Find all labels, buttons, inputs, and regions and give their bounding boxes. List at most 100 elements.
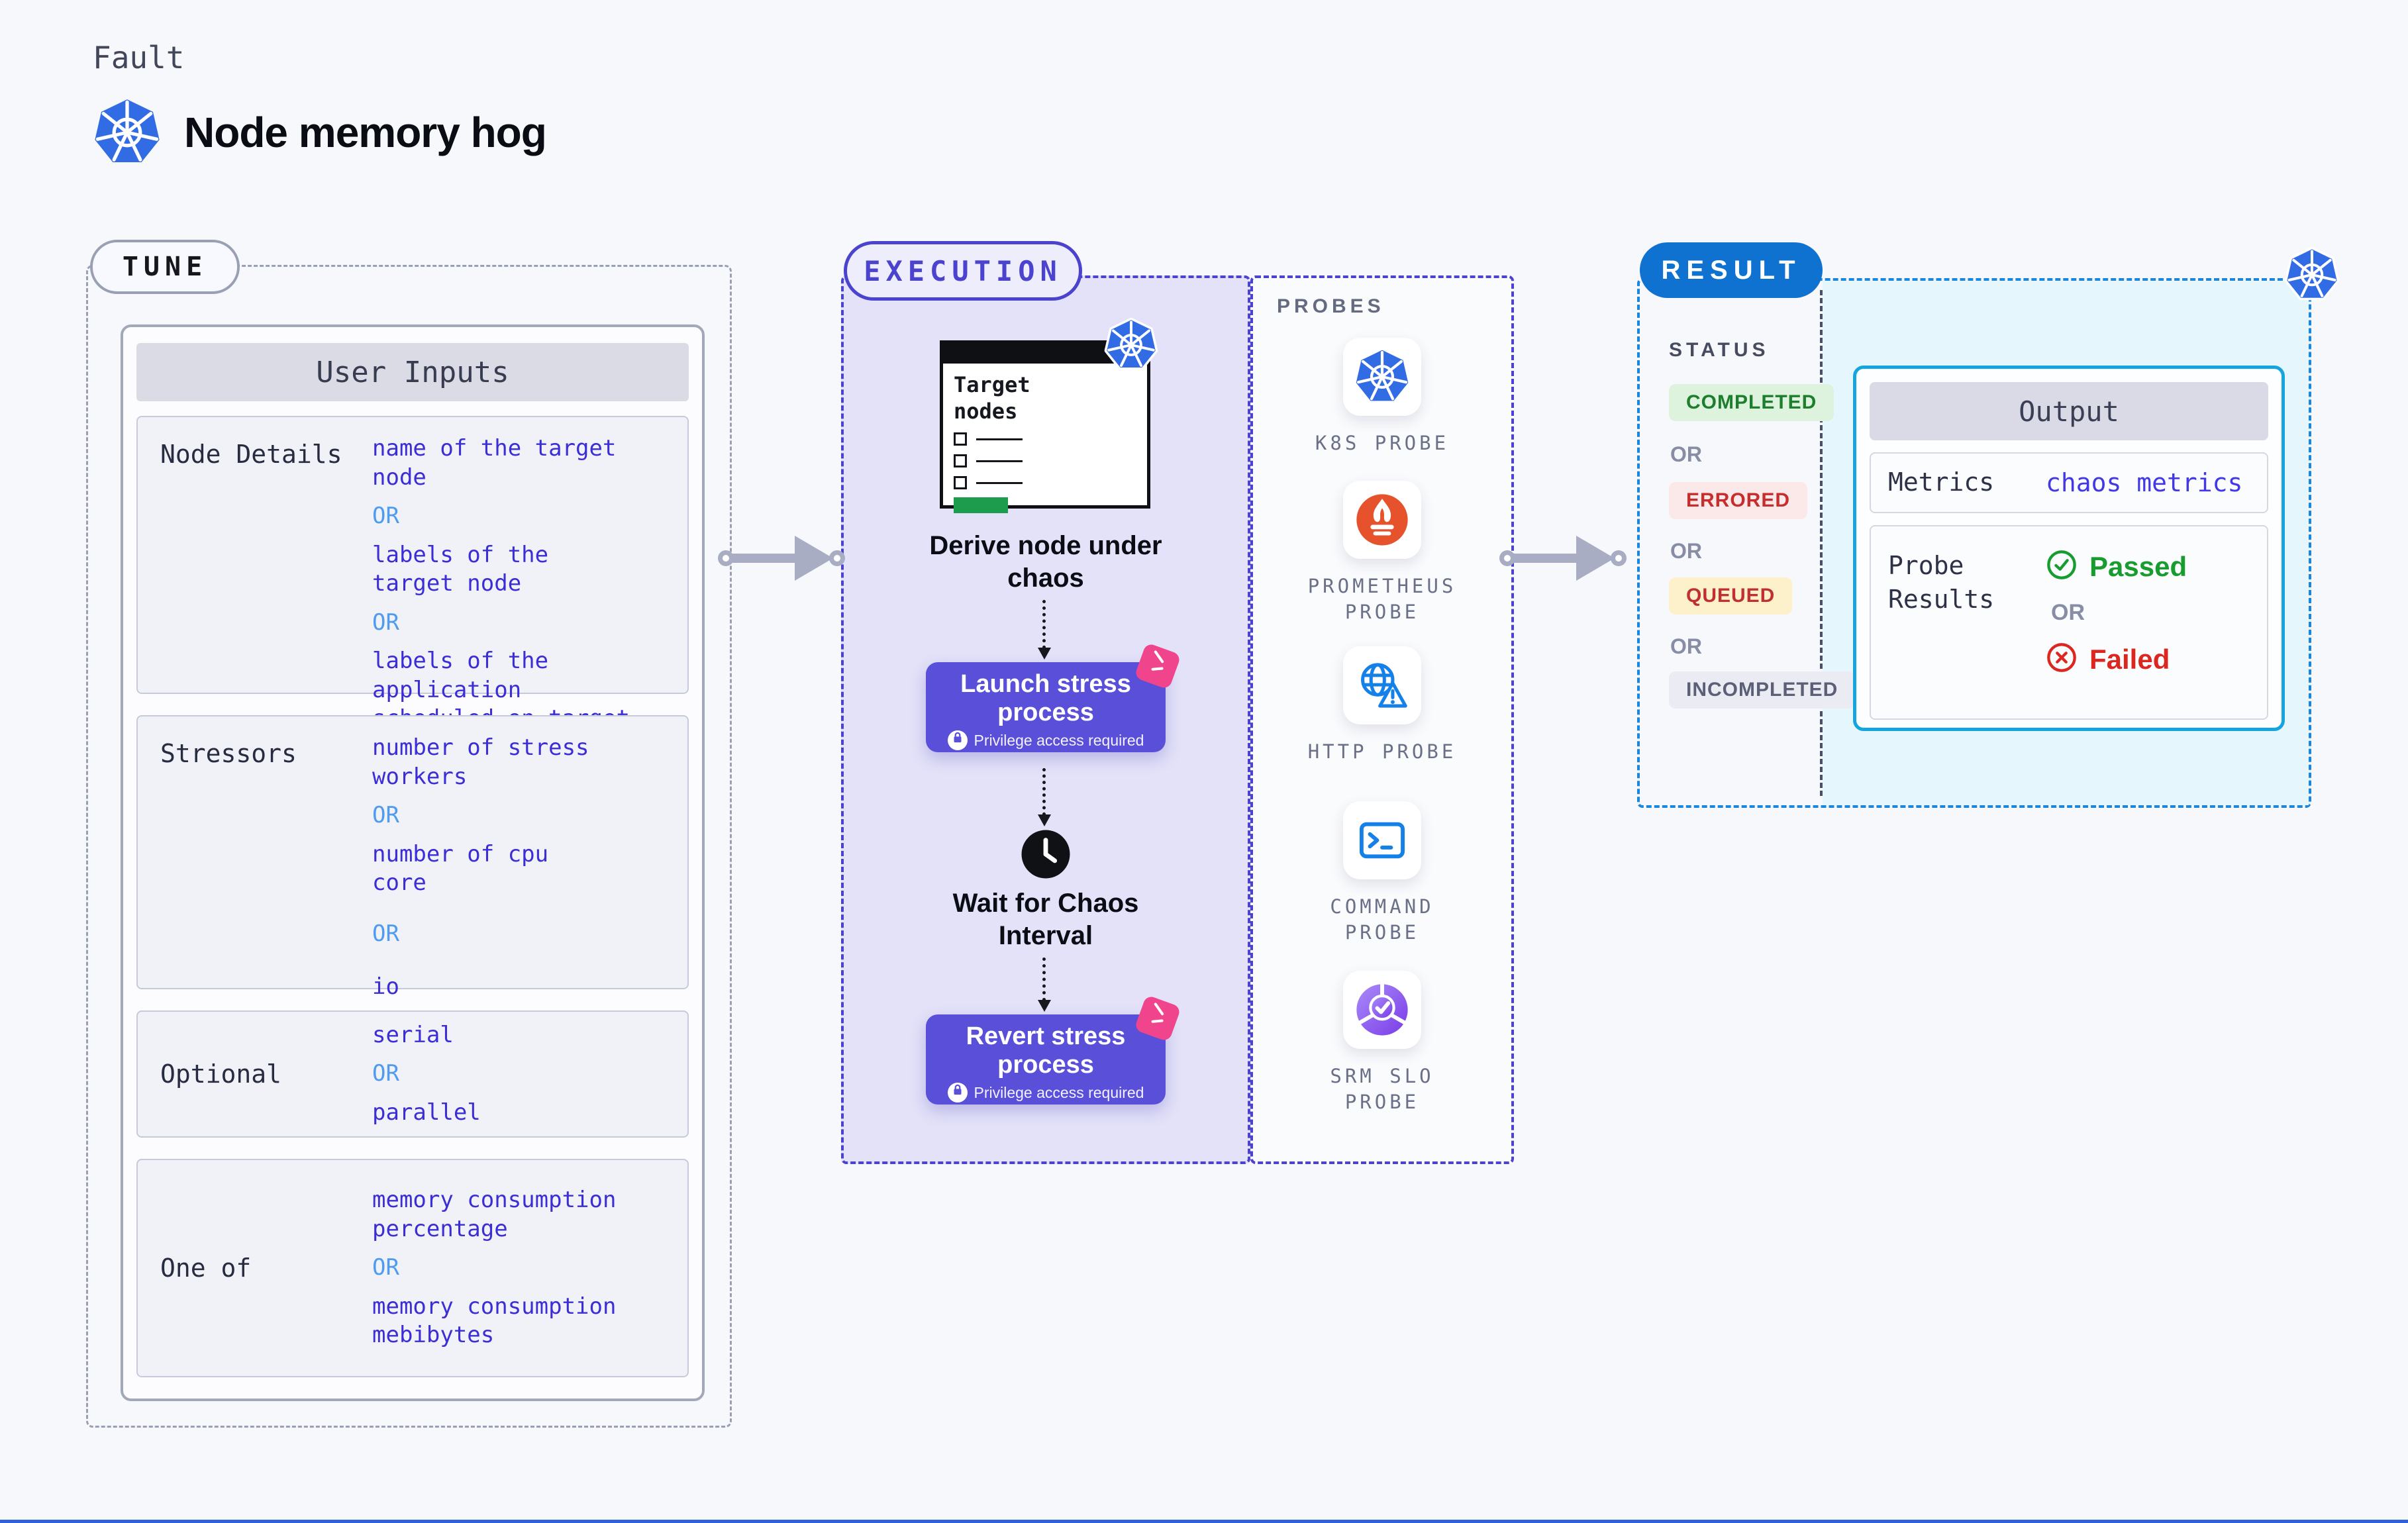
tune-section <box>86 265 732 1428</box>
kubernetes-icon <box>1102 316 1160 374</box>
output-header: Output <box>1870 382 2268 440</box>
page-header: Node memory hog <box>93 98 547 167</box>
tune-to-execution-arrow <box>718 536 845 581</box>
failed-outcome: Failed <box>2046 642 2187 677</box>
probe-card <box>1343 481 1421 559</box>
or-separator: OR <box>2051 600 2085 625</box>
row-one-of: One of memory consumption percentage OR … <box>136 1159 689 1377</box>
or-separator: OR <box>372 1060 399 1087</box>
row-values: serial OR parallel <box>370 1012 687 1136</box>
user-inputs-table: User Inputs Node Details name of the tar… <box>121 324 705 1401</box>
revert-stress-process-button[interactable]: Revert stress process Privilege access r… <box>926 995 1181 1105</box>
input-option: name of the target node <box>372 435 617 491</box>
or-separator: OR <box>1670 539 1702 563</box>
row-optional: Optional serial OR parallel <box>136 1010 689 1138</box>
status-badge-errored: ERRORED <box>1669 482 1808 519</box>
input-option: memory consumption mebibytes <box>372 1293 617 1349</box>
clipboard-title: Target nodes <box>954 372 1030 424</box>
row-values: memory consumption percentage OR memory … <box>370 1160 687 1376</box>
probe-http: HTTP PROBE <box>1253 646 1511 765</box>
flow-arrow-down <box>1038 600 1051 660</box>
check-circle-icon <box>2046 549 2078 584</box>
checkbox-icon <box>954 454 967 467</box>
status-label: STATUS <box>1669 339 1770 361</box>
slo-gauge-check-icon <box>1354 982 1410 1038</box>
probes-label: PROBES <box>1277 295 1385 317</box>
probe-card <box>1343 971 1421 1049</box>
or-separator: OR <box>1670 634 1702 658</box>
or-separator: OR <box>372 920 399 947</box>
row-stressors: Stressors number of stress workers OR nu… <box>136 715 689 1000</box>
x-circle-icon <box>2046 642 2078 677</box>
row-label: Optional <box>160 1059 282 1089</box>
checklist-item <box>954 476 1136 489</box>
or-separator: OR <box>1670 442 1702 466</box>
user-inputs-header: User Inputs <box>136 343 689 401</box>
probe-prometheus: PROMETHEUS PROBE <box>1253 481 1511 625</box>
wait-interval-caption: Wait for Chaos Interval <box>952 889 1139 950</box>
fault-eyebrow-label: Fault <box>93 40 185 75</box>
input-option: parallel <box>372 1099 481 1126</box>
probe-card <box>1343 646 1421 724</box>
clipboard-checklist <box>943 424 1147 489</box>
status-badge-incompleted: INCOMPLETED <box>1669 671 1856 709</box>
execution-to-result-arrow <box>1499 536 1627 581</box>
status-badge-completed: COMPLETED <box>1669 384 1834 421</box>
result-divider <box>1820 290 1823 796</box>
terminal-icon <box>1354 812 1410 868</box>
probe-card <box>1343 338 1421 416</box>
probe-name: HTTP PROBE <box>1307 740 1457 763</box>
probe-name: SRM SLO PROBE <box>1330 1065 1434 1114</box>
probe-command: COMMAND PROBE <box>1253 801 1511 946</box>
probe-results-row: Probe Results Passed OR Failed <box>1870 525 2268 720</box>
kubernetes-icon <box>1354 349 1410 405</box>
tune-badge: TUNE <box>90 240 240 294</box>
probe-name: K8S PROBE <box>1315 432 1450 454</box>
input-option: memory consumption percentage <box>372 1187 617 1242</box>
probe-name: COMMAND PROBE <box>1330 895 1434 944</box>
derive-node-caption: Derive node under chaos <box>929 531 1162 593</box>
kubernetes-icon <box>93 98 162 167</box>
row-label: Stressors <box>160 739 297 768</box>
input-option: number of stress workers <box>372 734 589 790</box>
clock-icon <box>1021 829 1071 879</box>
or-separator: OR <box>372 609 399 636</box>
probe-card <box>1343 801 1421 879</box>
http-globe-warning-icon <box>1354 658 1410 713</box>
probe-srm-slo: SRM SLO PROBE <box>1253 971 1511 1115</box>
privilege-note: Privilege access required <box>974 731 1144 749</box>
row-label: One of <box>160 1253 252 1283</box>
passed-outcome: Passed <box>2046 549 2187 584</box>
prometheus-icon <box>1354 492 1410 548</box>
result-section: STATUS COMPLETED OR ERRORED OR QUEUED OR… <box>1637 278 2311 808</box>
input-option: labels of the target node <box>372 541 549 597</box>
checkbox-icon <box>954 432 967 446</box>
probes-section: PROBES K8S PROBE PROMETHEUS PROBE HTTP P… <box>1250 275 1514 1164</box>
or-separator: OR <box>372 802 399 829</box>
checkbox-icon <box>954 476 967 489</box>
probe-outcomes: Passed OR Failed <box>2046 549 2187 718</box>
progress-bar <box>954 497 1008 513</box>
row-values: number of stress workers OR number of cp… <box>370 716 687 1000</box>
kubernetes-icon <box>2282 245 2342 305</box>
launch-stress-process-button[interactable]: Launch stress process Privilege access r… <box>926 642 1181 752</box>
bottom-accent-bar <box>0 1520 2408 1523</box>
metrics-row: Metrics chaos metrics <box>1870 452 2268 513</box>
execution-badge: EXECUTION <box>844 241 1082 301</box>
input-option: io <box>372 973 399 1001</box>
probe-k8s: K8S PROBE <box>1253 338 1511 456</box>
input-option: serial <box>372 1021 454 1048</box>
privilege-note: Privilege access required <box>974 1083 1144 1101</box>
output-table: Output Metrics chaos metrics Probe Resul… <box>1853 366 2285 731</box>
input-option: number of cpu core <box>372 840 549 897</box>
page-title: Node memory hog <box>184 109 547 156</box>
passed-label: Passed <box>2089 550 2187 582</box>
checklist-item <box>954 432 1136 446</box>
probe-results-label: Probe Results <box>1888 551 1995 614</box>
probe-name: PROMETHEUS PROBE <box>1307 575 1457 624</box>
metrics-label: Metrics <box>1888 467 1995 497</box>
flow-arrow-down <box>1038 768 1051 826</box>
or-separator: OR <box>372 1254 399 1281</box>
target-nodes-clipboard: Target nodes <box>940 317 1158 513</box>
